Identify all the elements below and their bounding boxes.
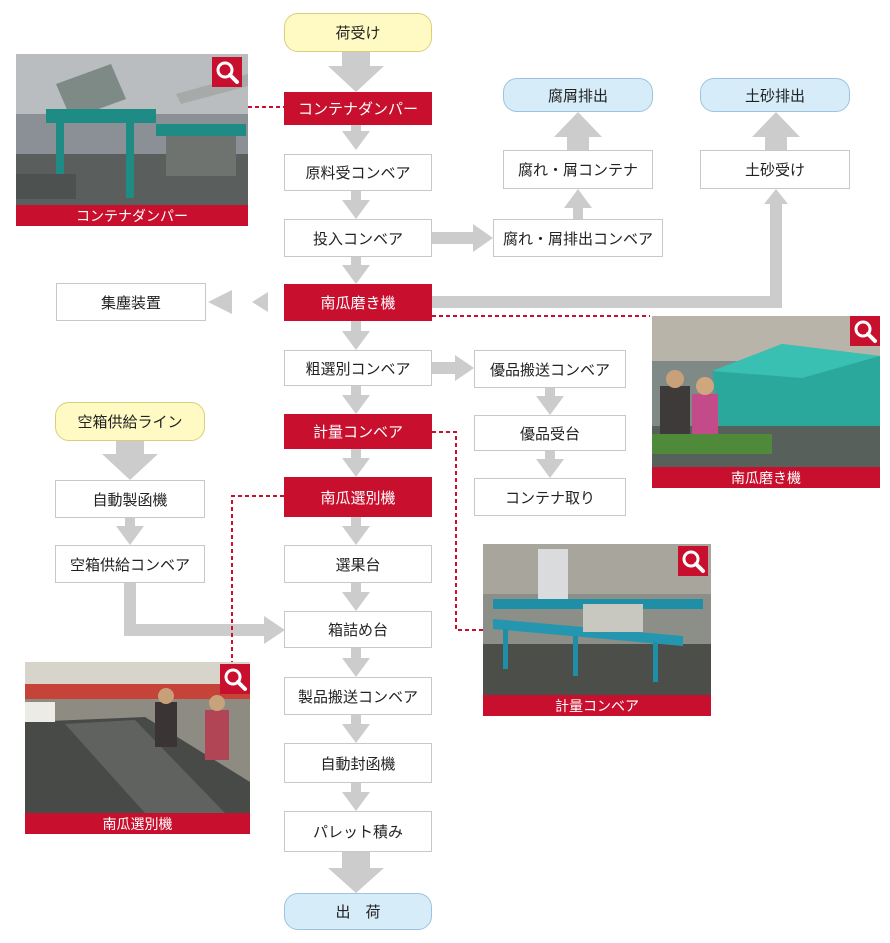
arrow-rotcontainer-up <box>554 112 602 150</box>
rough-sorting-conveyor-box: 粗選別コンベア <box>284 350 432 386</box>
arrow-main-1 <box>342 125 370 150</box>
arrow-main-11 <box>342 783 370 811</box>
photo-pumpkin-polisher-caption: 南瓜磨き機 <box>652 467 880 488</box>
auto-sealer-box: 自動封函機 <box>284 743 432 783</box>
photo-container-dumper[interactable]: コンテナダンパー <box>16 54 248 226</box>
receiving-box: 荷受け <box>284 13 432 52</box>
arrow-rough-to-premium <box>432 355 474 381</box>
photo-weighing-conveyor-caption: 計量コンベア <box>483 695 711 716</box>
arrow-palletizing-down <box>328 852 384 893</box>
raw-material-conveyor-box: 原料受コンベア <box>284 154 432 191</box>
arrow-main-6 <box>342 449 370 477</box>
arrow-main-7 <box>342 517 370 545</box>
arrow-main-5 <box>342 386 370 414</box>
photo-pumpkin-sorter[interactable]: 南瓜選別機 <box>25 662 250 834</box>
soil-receiver-box: 土砂受け <box>700 150 850 189</box>
pumpkin-sorter-box[interactable]: 南瓜選別機 <box>284 477 432 517</box>
sorting-table-box: 選果台 <box>284 545 432 583</box>
arrow-premium-2 <box>536 451 564 478</box>
arrow-emptybox-2 <box>116 518 144 545</box>
photo-weighing-conveyor-image <box>483 544 711 695</box>
arrow-premium-1 <box>536 388 564 415</box>
arrow-dust-1 <box>208 290 232 314</box>
rot-conveyor-box: 腐れ・屑排出コンベア <box>493 219 663 257</box>
rot-container-box: 腐れ・屑コンテナ <box>503 150 653 189</box>
premium-table-box: 優品受台 <box>474 415 626 451</box>
rot-discharge-box: 腐屑排出 <box>503 78 653 112</box>
photo-pumpkin-polisher[interactable]: 南瓜磨き機 <box>652 316 880 488</box>
dotted-link-sorter <box>231 495 284 665</box>
arrow-rot-up <box>564 189 592 219</box>
arrow-input-to-rot <box>432 224 493 252</box>
zoom-icon[interactable] <box>678 546 708 576</box>
weighing-conveyor-box[interactable]: 計量コンベア <box>284 414 432 449</box>
arrow-main-10 <box>342 715 370 743</box>
input-conveyor-box: 投入コンベア <box>284 219 432 257</box>
empty-box-conveyor-box: 空箱供給コンベア <box>55 545 205 583</box>
photo-container-dumper-image <box>16 54 248 205</box>
photo-container-dumper-caption: コンテナダンパー <box>16 205 248 226</box>
soil-discharge-box: 土砂排出 <box>700 78 850 112</box>
palletizing-box: パレット積み <box>284 811 432 852</box>
auto-box-former-box: 自動製函機 <box>55 480 205 518</box>
container-pickup-box: コンテナ取り <box>474 478 626 516</box>
zoom-icon[interactable] <box>850 316 880 346</box>
arrow-main-2 <box>342 191 370 219</box>
photo-pumpkin-sorter-image <box>25 662 250 813</box>
arrow-main-4 <box>342 321 370 350</box>
arrow-main-3 <box>342 257 370 284</box>
shipping-box: 出 荷 <box>284 893 432 930</box>
container-dumper-box[interactable]: コンテナダンパー <box>284 92 432 125</box>
zoom-icon[interactable] <box>212 57 242 87</box>
premium-conveyor-box: 優品搬送コンベア <box>474 350 626 388</box>
zoom-icon[interactable] <box>220 664 250 694</box>
arrow-main-9 <box>342 648 370 677</box>
dust-collector-box: 集塵装置 <box>56 283 206 321</box>
pipe-emptybox-to-packing <box>124 583 285 644</box>
arrow-emptybox-down <box>102 441 158 480</box>
arrow-pipe-up <box>764 189 788 204</box>
arrow-dust-2 <box>252 292 268 312</box>
pumpkin-polisher-box[interactable]: 南瓜磨き機 <box>284 284 432 321</box>
dotted-link-weighing <box>432 431 483 631</box>
pipe-polisher-to-soil <box>432 203 782 308</box>
photo-pumpkin-polisher-image <box>652 316 880 467</box>
arrow-receiving-down <box>328 52 384 92</box>
empty-box-line-box: 空箱供給ライン <box>55 402 205 441</box>
photo-weighing-conveyor[interactable]: 計量コンベア <box>483 544 711 716</box>
product-conveyor-box: 製品搬送コンベア <box>284 677 432 715</box>
arrow-soilreceiver-up <box>752 112 800 150</box>
packing-table-box: 箱詰め台 <box>284 611 432 648</box>
photo-pumpkin-sorter-caption: 南瓜選別機 <box>25 813 250 834</box>
arrow-main-8 <box>342 583 370 611</box>
